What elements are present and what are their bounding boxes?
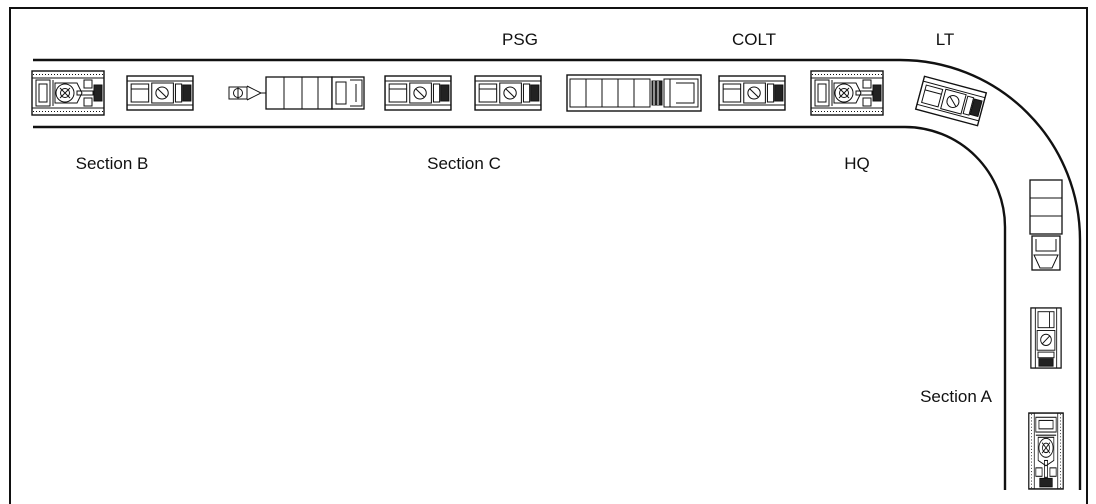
apc-icon xyxy=(384,75,452,111)
tank-icon xyxy=(31,70,105,116)
label-section-c: Section C xyxy=(427,154,501,173)
apc-icon xyxy=(126,75,194,111)
tank-icon xyxy=(1028,412,1064,490)
diagram-frame xyxy=(9,7,1088,504)
label-hq: HQ xyxy=(844,154,870,173)
apc-icon xyxy=(1030,307,1062,369)
apc-icon xyxy=(474,75,542,111)
road-outer-edge xyxy=(33,58,1082,490)
label-psg: PSG xyxy=(502,30,538,49)
apc-icon xyxy=(914,75,988,127)
label-section-b: Section B xyxy=(76,154,149,173)
label-section-a: Section A xyxy=(920,387,992,406)
label-lt: LT xyxy=(936,30,955,49)
road-inner-edge xyxy=(33,125,1007,490)
truck-icon xyxy=(1029,179,1063,271)
towed-gun-truck-icon xyxy=(228,76,365,110)
label-colt: COLT xyxy=(732,30,776,49)
apc-icon xyxy=(718,75,786,111)
tank-icon xyxy=(810,70,884,116)
long-truck-icon xyxy=(566,74,702,112)
